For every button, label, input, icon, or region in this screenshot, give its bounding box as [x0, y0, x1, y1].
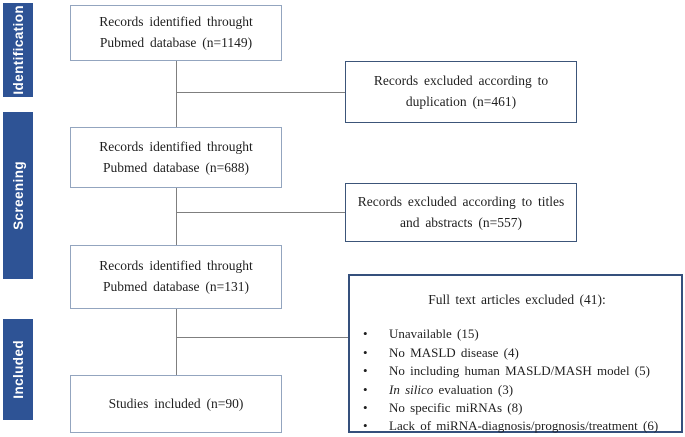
connector-branch-1: [177, 92, 345, 93]
stage-bar-included: Included: [3, 319, 33, 420]
excluded-reason-text: Lack of miRNA-diagnosis/prognosis/treatm…: [389, 418, 659, 434]
bullet-icon: •: [363, 418, 368, 434]
stage-bar-identification: Identification: [3, 3, 33, 97]
box-text-line: Records excluded according to: [373, 73, 549, 89]
box-text-line: duplication (n=461): [405, 94, 517, 109]
records-identified-box-3: Records identified throught Pubmed datab…: [70, 245, 282, 309]
stage-label-included: Included: [10, 340, 26, 399]
stage-label-identification: Identification: [10, 5, 26, 95]
excluded-reason-text: Unavailable (15): [389, 326, 479, 342]
connector-vertical-2: [176, 188, 177, 245]
connector-vertical-1: [176, 61, 177, 127]
stage-label-screening: Screening: [10, 161, 26, 230]
stage-bar-screening: Screening: [3, 112, 33, 279]
bullet-icon: •: [363, 399, 368, 415]
excluded-reason-item: • Lack of miRNA-diagnosis/prognosis/trea…: [359, 417, 675, 435]
excluded-reason-item: • No including human MASLD/MASH model (5…: [359, 362, 675, 380]
box-text-line: and abstracts (n=557): [399, 214, 523, 230]
connector-branch-3: [177, 337, 348, 338]
full-text-excluded-title: Full text articles excluded (41):: [428, 292, 606, 307]
excluded-duplication-box: Records excluded according to duplicatio…: [345, 61, 577, 123]
excluded-reason-item: • No MASLD disease (4): [359, 344, 675, 362]
bullet-icon: •: [363, 381, 368, 397]
excluded-reason-item: • In silico evaluation (3): [359, 381, 675, 399]
bullet-icon: •: [363, 326, 368, 342]
excluded-reasons-list: • Unavailable (15) • No MASLD disease (4…: [359, 325, 675, 436]
box-text-line: Pubmed database (n=131): [102, 279, 250, 294]
bullet-icon: •: [363, 344, 368, 360]
box-text-line: Records excluded according to titles: [357, 193, 565, 209]
connector-vertical-3: [176, 309, 177, 375]
box-text-line: Pubmed database (n=1149): [99, 35, 253, 50]
full-text-excluded-box: Full text articles excluded (41): • Unav…: [348, 274, 683, 433]
box-text-line: Pubmed database (n=688): [102, 159, 250, 175]
records-identified-box-1: Records identified throught Pubmed datab…: [70, 5, 282, 61]
bullet-icon: •: [363, 363, 368, 379]
records-identified-box-2: Records identified throught Pubmed datab…: [70, 127, 282, 188]
excluded-reason-text: No including human MASLD/MASH model (5): [389, 363, 650, 379]
excluded-titles-abstracts-box: Records excluded according to titles and…: [345, 183, 577, 242]
box-text-line: Records identified throught: [99, 258, 253, 274]
excluded-reason-text: No specific miRNAs (8): [389, 399, 523, 415]
studies-included-box: Studies included (n=90): [70, 375, 282, 433]
connector-branch-2: [177, 212, 345, 213]
box-text-line: Records identified throught: [99, 138, 253, 154]
excluded-reason-text: In silico evaluation (3): [389, 381, 514, 397]
excluded-reason-item: • No specific miRNAs (8): [359, 399, 675, 417]
excluded-reason-item: • Unavailable (15): [359, 325, 675, 343]
box-text-line: Records identified throught: [99, 14, 253, 30]
box-text-line: Studies included (n=90): [108, 395, 244, 411]
excluded-reason-text: No MASLD disease (4): [389, 344, 519, 360]
